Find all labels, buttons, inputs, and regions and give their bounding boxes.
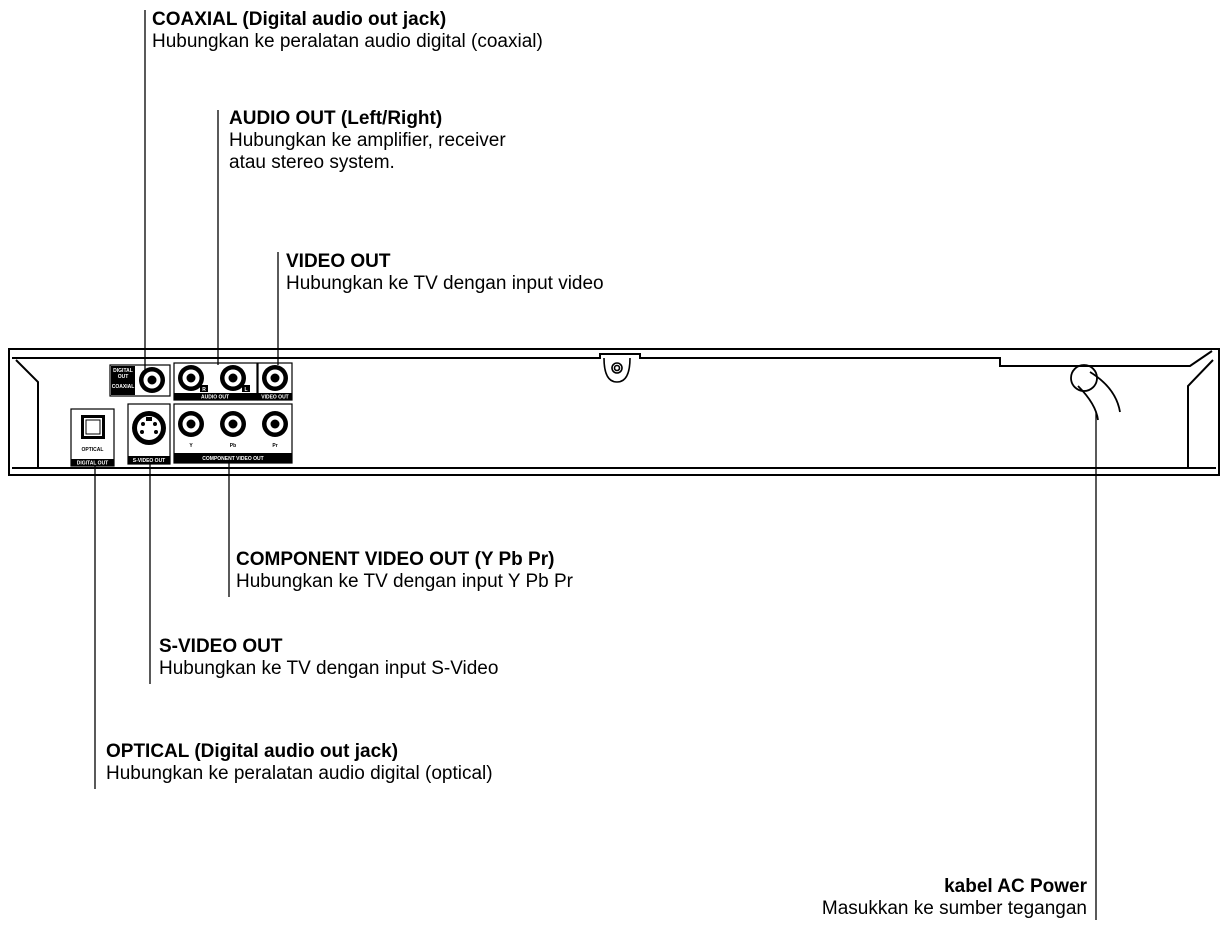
chassis-top-inner-edge <box>12 350 1213 367</box>
coaxial-desc: Hubungkan ke peralatan audio digital (co… <box>152 31 543 52</box>
component-desc: Hubungkan ke TV dengan input Y Pb Pr <box>236 571 573 592</box>
coaxial-callout: COAXIAL (Digital audio out jack) Hubungk… <box>152 9 543 53</box>
optical-callout: OPTICAL (Digital audio out jack) Hubungk… <box>106 741 493 785</box>
audio-out-desc-line-2: atau stereo system. <box>229 152 395 173</box>
component-title: COMPONENT VIDEO OUT (Y Pb Pr) <box>236 549 555 570</box>
svideo-out-text: S-VIDEO OUT <box>133 458 166 464</box>
coaxial-title: COAXIAL (Digital audio out jack) <box>152 9 447 30</box>
component-video-jack-block: COMPONENT VIDEO OUT Y Pb Pr <box>173 403 293 464</box>
ac-power-title: kabel AC Power <box>944 876 1087 897</box>
chassis-right-bracket <box>1187 359 1214 468</box>
optical-title: OPTICAL (Digital audio out jack) <box>106 741 399 762</box>
digital-out-text: DIGITAL OUT <box>77 461 108 467</box>
chassis-left-bracket <box>15 359 39 468</box>
component-pb-text: Pb <box>230 443 236 449</box>
chassis-outline <box>8 348 1220 476</box>
svideo-title: S-VIDEO OUT <box>159 636 283 657</box>
video-out-title: VIDEO OUT <box>286 251 391 272</box>
audio-out-jack-block: AUDIO OUT R L <box>173 362 258 401</box>
audio-out-callout: AUDIO OUT (Left/Right) Hubungkan ke ampl… <box>229 108 506 174</box>
video-out-jack-block: VIDEO OUT <box>257 362 293 401</box>
audio-out-text: AUDIO OUT <box>201 395 229 401</box>
digital-out-bottom-text: OUT <box>118 374 129 380</box>
coaxial-jack-block: DIGITAL OUT COAXIAL <box>109 364 171 397</box>
ac-power-cord <box>1070 364 1121 421</box>
screw-hole <box>603 357 631 383</box>
digital-out-top-text: DIGITAL <box>113 368 133 374</box>
svideo-callout: S-VIDEO OUT Hubungkan ke TV dengan input… <box>159 636 498 680</box>
audio-l-text: L <box>244 387 247 393</box>
video-out-text: VIDEO OUT <box>261 395 289 401</box>
component-pr-text: Pr <box>272 443 277 449</box>
component-video-out-text: COMPONENT VIDEO OUT <box>202 456 263 462</box>
optical-desc: Hubungkan ke peralatan audio digital (op… <box>106 763 493 784</box>
svideo-desc: Hubungkan ke TV dengan input S-Video <box>159 658 499 679</box>
optical-jack-block: DIGITAL OUT OPTICAL <box>70 408 115 467</box>
audio-out-title: AUDIO OUT (Left/Right) <box>229 108 443 129</box>
optical-text: OPTICAL <box>82 447 104 453</box>
audio-out-desc-line-1: Hubungkan ke amplifier, receiver <box>229 130 506 151</box>
component-y-text: Y <box>189 443 193 449</box>
audio-r-text: R <box>202 387 206 393</box>
svideo-jack-block: S-VIDEO OUT <box>127 403 171 465</box>
component-callout: COMPONENT VIDEO OUT (Y Pb Pr) Hubungkan … <box>236 549 573 593</box>
video-out-desc: Hubungkan ke TV dengan input video <box>286 273 604 294</box>
ac-power-callout: kabel AC Power Masukkan ke sumber tegang… <box>822 876 1087 920</box>
coaxial-text: COAXIAL <box>112 384 135 390</box>
video-out-callout: VIDEO OUT Hubungkan ke TV dengan input v… <box>286 251 604 295</box>
ac-power-desc: Masukkan ke sumber tegangan <box>821 898 1087 919</box>
